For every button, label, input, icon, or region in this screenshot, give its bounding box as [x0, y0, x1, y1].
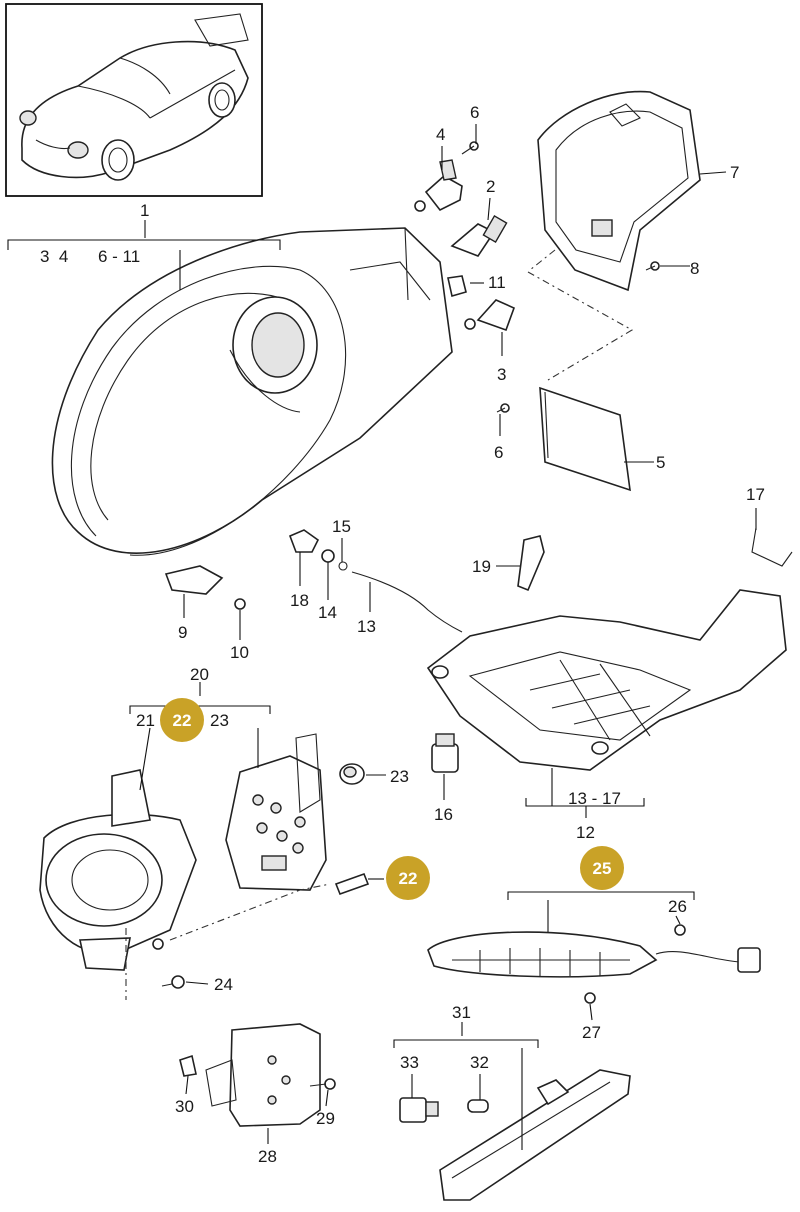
label-13: 13: [357, 617, 376, 636]
label-1-sub-b: 6 - 11: [98, 247, 140, 266]
small-parts-middle[interactable]: [164, 527, 793, 633]
side-marker[interactable]: [439, 1069, 631, 1201]
fog-light-lens[interactable]: [39, 769, 197, 971]
adjuster-16[interactable]: [431, 733, 459, 773]
screw-24[interactable]: [161, 975, 185, 989]
badge-25-text: 25: [593, 859, 612, 878]
rear-cover[interactable]: [537, 90, 701, 292]
label-18: 18: [290, 591, 309, 610]
control-module[interactable]: [179, 1023, 336, 1127]
label-15: 15: [332, 517, 351, 536]
label-31: 31: [452, 1003, 471, 1022]
label-5: 5: [656, 453, 665, 472]
label-1: 1: [140, 201, 149, 220]
small-parts-upper[interactable]: [414, 141, 660, 413]
fog-grommet-23[interactable]: [339, 763, 365, 785]
callout-25-bracket: [507, 891, 695, 932]
dashed-assembly-lines-upper: [527, 249, 634, 381]
badge-25[interactable]: 25: [580, 846, 624, 890]
callout-12-bracket: [525, 768, 645, 818]
badge-22-right-text: 22: [399, 869, 418, 888]
badge-22-top[interactable]: 22: [160, 698, 204, 742]
headlight-assembly[interactable]: [51, 227, 453, 556]
label-28: 28: [258, 1147, 277, 1166]
label-21: 21: [136, 711, 155, 730]
label-14: 14: [318, 603, 337, 622]
label-1-sub-a: 3 4: [40, 247, 68, 266]
label-12-sub: 13 - 17: [568, 789, 621, 808]
label-10: 10: [230, 643, 249, 662]
label-29: 29: [316, 1109, 335, 1128]
label-26: 26: [668, 897, 687, 916]
label-12: 12: [576, 823, 595, 842]
label-33: 33: [400, 1053, 419, 1072]
bulb-32[interactable]: [467, 1099, 489, 1113]
screw-22[interactable]: [334, 872, 370, 896]
label-27: 27: [582, 1023, 601, 1042]
label-6b: 6: [494, 443, 503, 462]
label-17: 17: [746, 485, 765, 504]
bulb-socket-33[interactable]: [399, 1097, 439, 1123]
badge-22-top-text: 22: [173, 711, 192, 730]
label-19: 19: [472, 557, 491, 576]
callout-20-bracket: [129, 682, 271, 791]
label-24: 24: [214, 975, 233, 994]
mounting-tray[interactable]: [426, 589, 787, 771]
label-8: 8: [690, 259, 699, 278]
label-32: 32: [470, 1053, 489, 1072]
label-11: 11: [488, 273, 506, 292]
label-16: 16: [434, 805, 453, 824]
label-30: 30: [175, 1097, 194, 1116]
label-7: 7: [730, 163, 739, 182]
callout-labels: 1 3 4 6 - 11 4 6 2 7 8 11 3 6 5 17 15 19…: [40, 103, 765, 1166]
label-9: 9: [178, 623, 187, 642]
label-2: 2: [486, 177, 495, 196]
callout-1-bracket: [7, 220, 281, 290]
car-thumbnail: [5, 3, 263, 197]
label-4: 4: [436, 125, 445, 144]
control-unit[interactable]: [539, 386, 631, 492]
label-3: 3: [497, 365, 506, 384]
label-23a: 23: [210, 711, 229, 730]
daytime-running-light[interactable]: [427, 924, 761, 1004]
badge-22-right[interactable]: 22: [386, 856, 430, 900]
label-23b: 23: [390, 767, 409, 786]
leader-lines: [183, 124, 757, 1144]
fog-light-housing[interactable]: [225, 733, 327, 891]
dashed-assembly-lines-fog: [125, 883, 331, 1000]
callout-31-bracket: [393, 1022, 539, 1150]
label-20: 20: [190, 665, 209, 684]
label-6a: 6: [470, 103, 479, 122]
